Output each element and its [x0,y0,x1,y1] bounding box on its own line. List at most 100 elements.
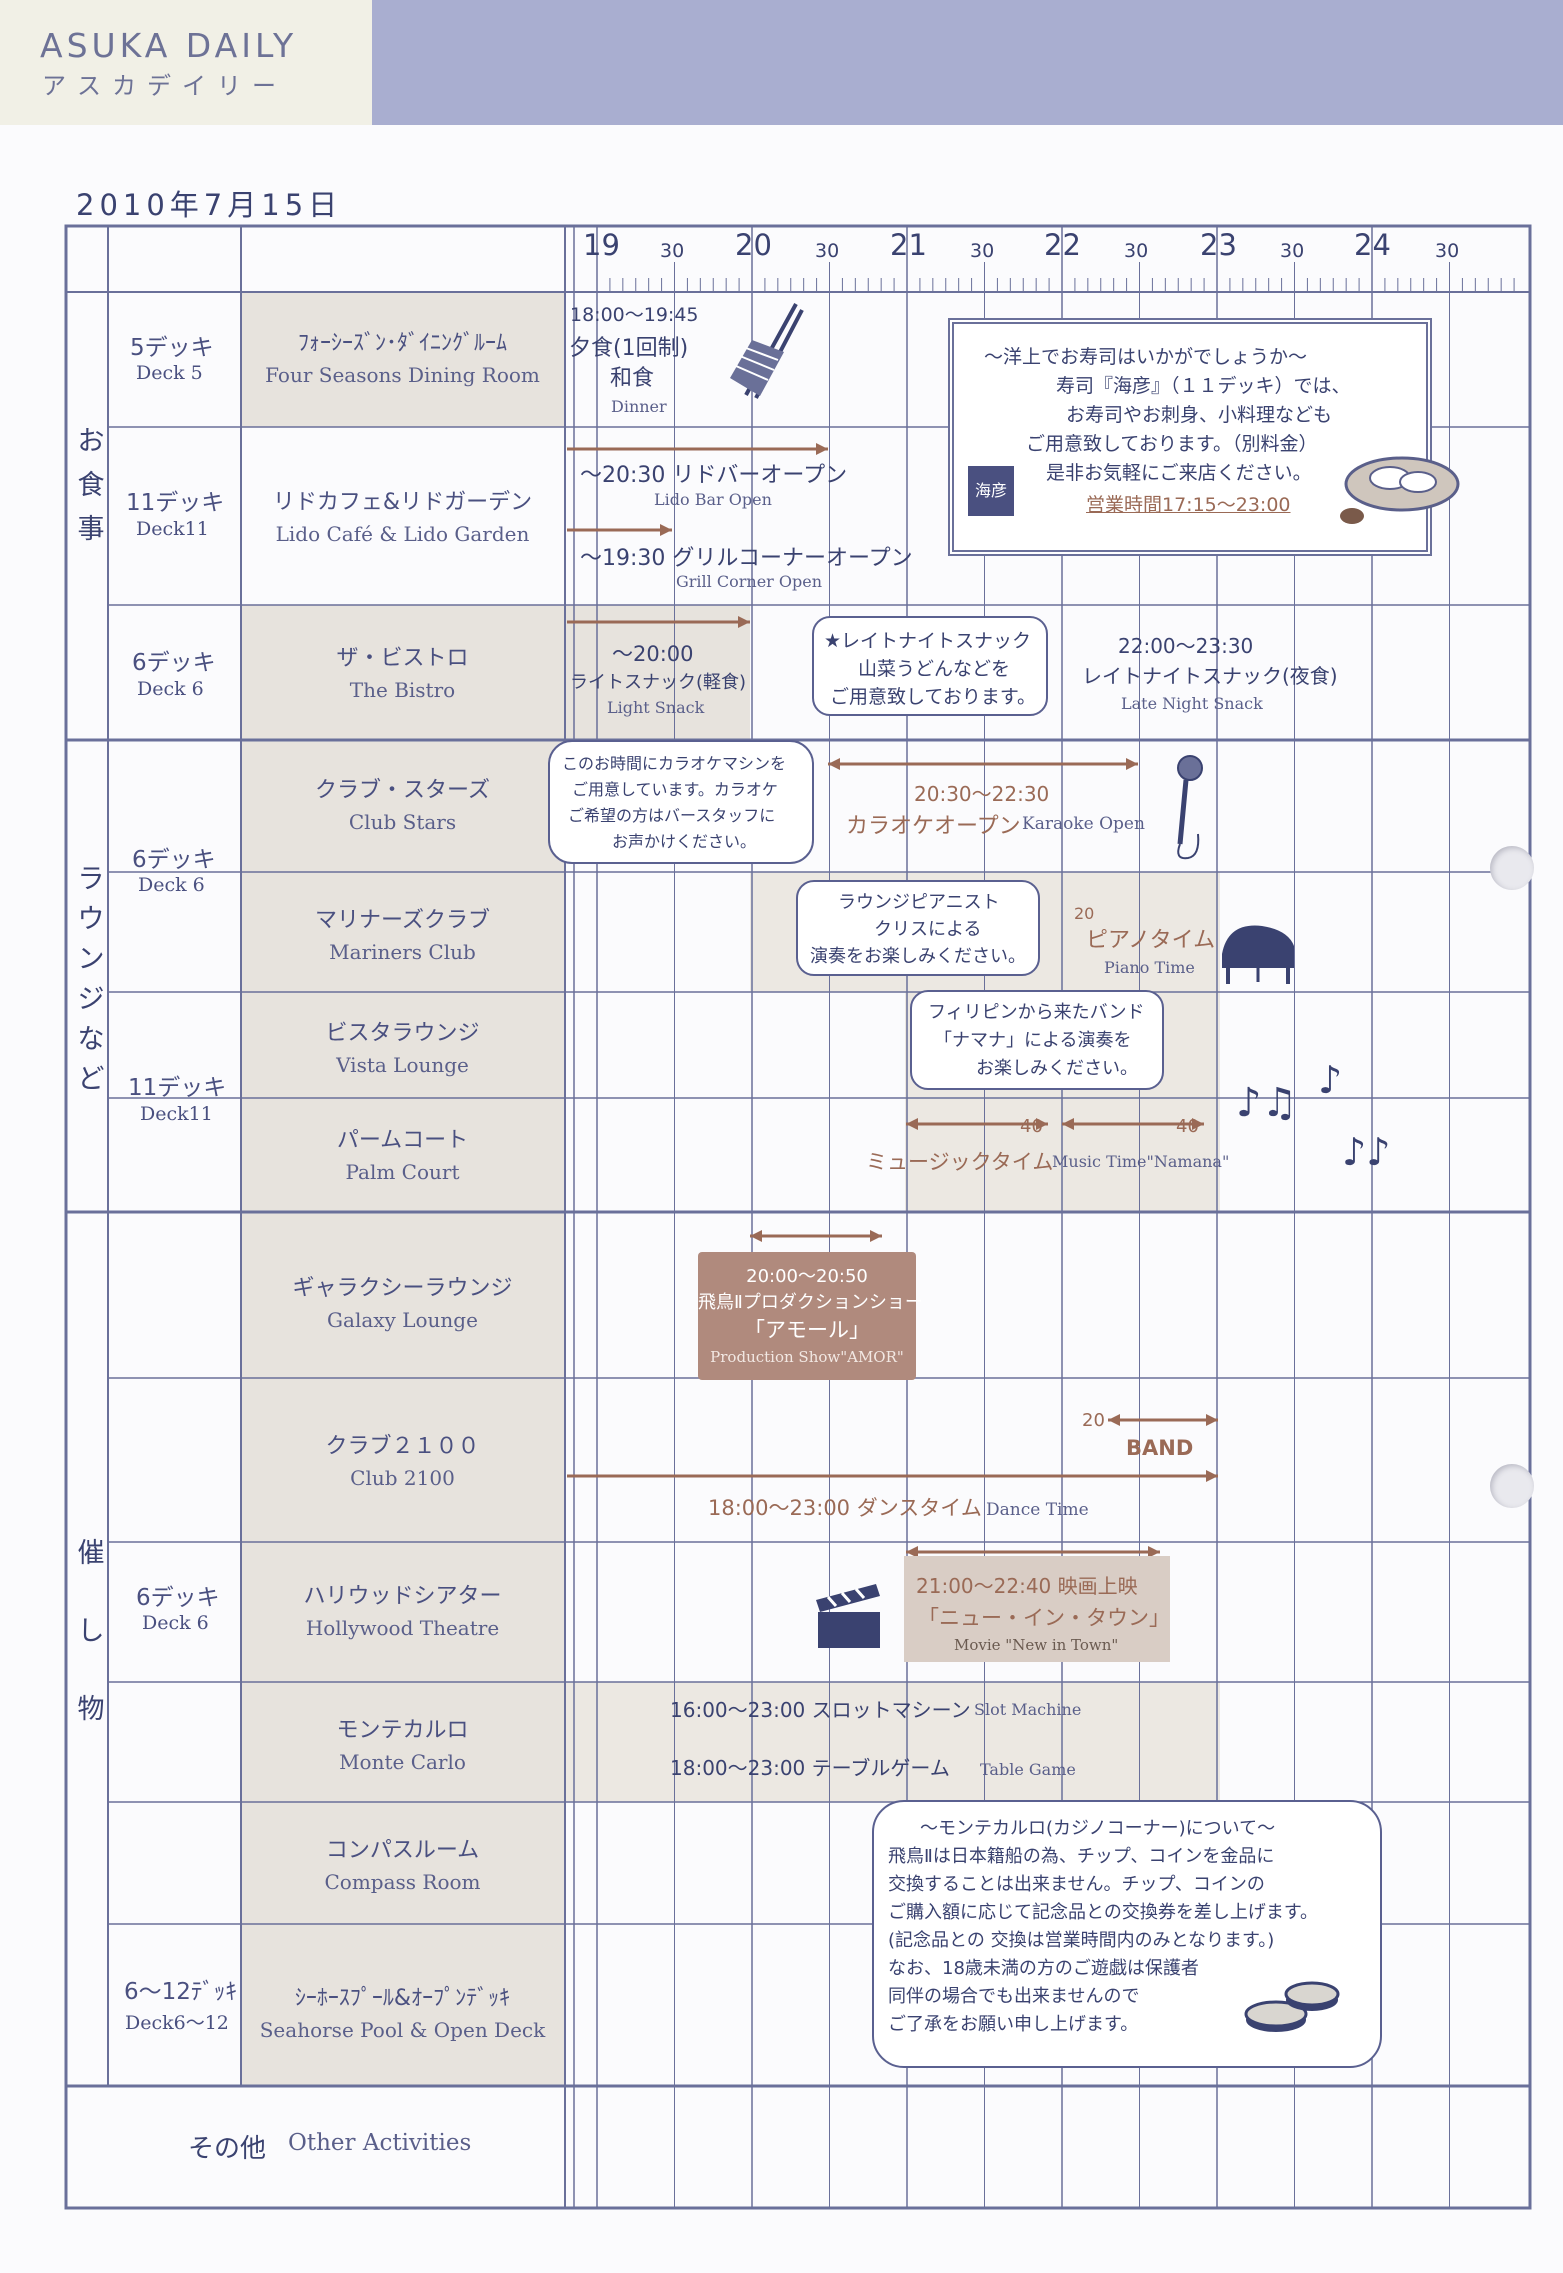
venue-en: Club Stars [348,810,457,834]
music-note-icon: ♪♪ [1342,1130,1391,1174]
deck-11-lounge-jp: 11デッキ [128,1075,227,1101]
karaoke-time: 20:30〜22:30 [914,782,1050,806]
category-char: 事 [77,514,105,545]
bistro-light-snack-en: Light Snack [607,698,705,717]
venue-en: Mariners Club [329,940,476,964]
dinner-washoku: 和食 [610,366,655,391]
venue-lido: リドカフェ&リドガーデン Lido Café & Lido Garden [240,484,565,546]
venue-en: Lido Café & Lido Garden [275,522,530,546]
karaoke-arrow-tail [828,758,840,770]
deck-6-jp: 6デッキ [132,650,216,676]
venue-galaxy: ギャラクシーラウンジ Galaxy Lounge [240,1270,565,1332]
venue-club-stars: クラブ・スターズ Club Stars [240,772,565,834]
venue-jp: ｼｰﾎｰｽﾌﾟｰﾙ&ｵｰﾌﾟﾝﾃﾞｯｷ [294,1986,511,2011]
category-char: お [77,426,105,457]
late-night-bubble: ★レイトナイトスナック 山菜うどんなどを ご用意致しております。 [812,616,1048,716]
lido-bar-arrow-head [816,443,828,455]
hour-21: 21 [890,228,927,262]
bubble-line: ご希望の方はバースタッフに [568,806,776,825]
movie-arrow-head [1148,1546,1160,1558]
category-dining: お 食 事 [73,420,109,552]
half-19: 30 [660,240,685,262]
half-20: 30 [815,240,840,262]
grid-lines [64,224,1532,2210]
venue-en: Four Seasons Dining Room [265,363,540,387]
deck-5-en: Deck 5 [136,362,203,384]
piano-icon [1222,925,1294,984]
header-band-left [0,0,372,125]
brand-subtitle: アスカデイリー [42,72,287,100]
casino-line: 交換することは出来ません。チップ、コインの [888,1874,1265,1895]
bubble-line: ご用意致しております。 [830,686,1036,708]
category-char: 催 [77,1538,105,1569]
music-en: Music Time"Namana" [1052,1152,1230,1171]
category-char: ウ [77,904,105,935]
venue-cell-shade [241,1378,565,1542]
venue-club-2100: クラブ２１００ Club 2100 [240,1428,565,1490]
piano-start: 20 [1074,904,1095,923]
deck-6-events-en: Deck 6 [142,1612,209,1634]
venue-four-seasons: ﾌｫｰｼｰｽﾞﾝ･ﾀﾞｲﾆﾝｸﾞﾙｰﾑ Four Seasons Dining … [240,325,565,387]
venue-palm-court: パームコート Palm Court [240,1122,565,1184]
karaoke-label: カラオケオープン [846,814,1021,839]
venue-en: Monte Carlo [339,1750,466,1774]
lido-bar-open: 〜20:30 リドバーオープン [580,463,848,488]
category-char: ジ [77,984,105,1015]
music-end-1: 40 [1020,1116,1043,1137]
bubble-line: クリスによる [874,919,982,940]
venue-cell-shade [241,1924,565,2086]
bubble-line: 演奏をお楽しみください。 [810,946,1026,967]
sushi-line: 是非お気軽にご来店ください。 [1046,462,1312,484]
bistro-time: 〜20:00 [612,642,694,666]
deck-6-events-jp: 6デッキ [136,1585,220,1611]
venue-en: Palm Court [345,1160,460,1184]
bubble-line: このお時間にカラオケマシンを [562,754,787,773]
show-title: 飛鳥Ⅱプロダクションショー [698,1292,923,1313]
band-arrow-head [1206,1414,1218,1426]
deck-6-lounge-en: Deck 6 [138,874,205,896]
venue-cell-shade [241,1212,565,1378]
venue-jp: ハリウッドシアター [303,1584,502,1609]
venue-mariners: マリナーズクラブ Mariners Club [240,902,565,964]
casino-line: なお、18歳未満の方のご遊戯は保護者 [888,1958,1199,1979]
category-char: 食 [77,470,105,501]
category-char: ど [77,1064,105,1095]
venue-vista: ビスタラウンジ Vista Lounge [240,1015,565,1077]
casino-line: ご了承をお願い申し上げます。 [888,2014,1139,2035]
casino-line: 飛鳥Ⅱは日本籍船の為、チップ、コインを金品に [888,1846,1275,1867]
category-events: 催 し 物 [73,1515,109,1749]
band-bubble: フィリピンから来たバンド 「ナマナ」による演奏を お楽しみください。 [910,990,1164,1090]
deck-6-en: Deck 6 [137,678,204,700]
deck-11-jp: 11デッキ [126,490,225,516]
category-char: ン [77,944,105,975]
sushi-line: 〜洋上でお寿司はいかがでしょうか〜 [984,346,1308,368]
venue-hollywood: ハリウッドシアター Hollywood Theatre [240,1578,565,1640]
venue-cell-shade [241,1542,565,1682]
venue-en: Hollywood Theatre [305,1616,500,1640]
other-activities-en: Other Activities [288,2130,472,2156]
venue-jp: ギャラクシーラウンジ [292,1276,513,1301]
casino-line: 〜モンテカルロ(カジノコーナー)について〜 [920,1818,1276,1839]
half-24: 30 [1435,240,1460,262]
venue-cell-shade [241,1098,565,1212]
venue-seahorse: ｼｰﾎｰｽﾌﾟｰﾙ&ｵｰﾌﾟﾝﾃﾞｯｷ Seahorse Pool & Open… [240,1980,565,2042]
casino-chips-icon [1244,1981,1340,2032]
header-band-right [372,0,1563,125]
venue-en: Galaxy Lounge [327,1308,478,1332]
movie-title: 「ニュー・イン・タウン」 [918,1606,1170,1630]
bubble-line: ★レイトナイトスナック [824,630,1032,652]
hour-24: 24 [1354,228,1391,262]
music-arrow-2-tail [1062,1118,1074,1130]
venue-jp: ビスタラウンジ [325,1021,480,1046]
venue-en: Club 2100 [350,1466,455,1490]
band-arrow-tail [1108,1414,1120,1426]
show-arrow-head [870,1230,882,1242]
production-show-box: 20:00〜20:50 飛鳥Ⅱプロダクションショー 「アモール」 Product… [698,1252,923,1380]
music-label: ミュージックタイム [866,1150,1054,1174]
venue-en: Seahorse Pool & Open Deck [259,2018,546,2042]
venue-bistro: ザ・ビストロ The Bistro [240,640,565,702]
brand-title: ASUKA DAILY [40,26,298,65]
sushi-logo: 海彦 [968,466,1014,516]
music-arrow-1-tail [906,1118,918,1130]
pianist-bubble: ラウンジピアニスト クリスによる 演奏をお楽しみください。 [796,880,1040,976]
